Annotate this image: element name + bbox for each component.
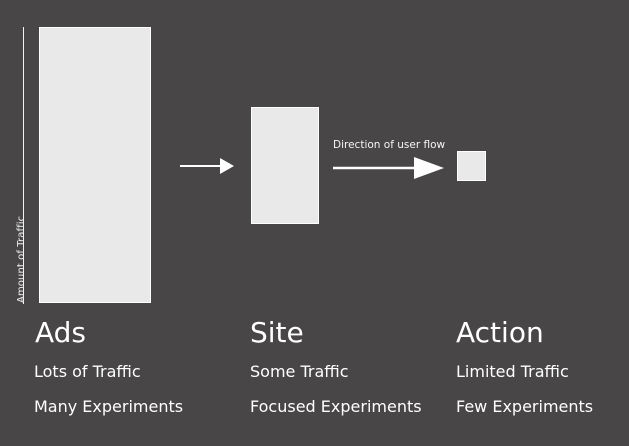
stage-experiments-site: Focused Experiments bbox=[250, 397, 422, 416]
stage-title-ads: Ads bbox=[35, 316, 87, 349]
stage-title-action: Action bbox=[456, 316, 544, 349]
stage-title-site: Site bbox=[250, 316, 304, 349]
stage-experiments-action: Few Experiments bbox=[456, 397, 594, 416]
traffic-axis-line bbox=[23, 27, 24, 304]
ads-traffic-block bbox=[39, 27, 151, 303]
stage-traffic-action: Limited Traffic bbox=[456, 362, 569, 381]
site-traffic-block bbox=[251, 107, 319, 224]
stage-traffic-ads: Lots of Traffic bbox=[34, 362, 141, 381]
action-traffic-block bbox=[457, 151, 486, 181]
flow-arrow-icon bbox=[333, 157, 444, 179]
right-arrow-icon bbox=[180, 158, 234, 174]
traffic-axis-label: Amount of Traffic bbox=[16, 215, 27, 303]
stage-traffic-site: Some Traffic bbox=[250, 362, 349, 381]
stage-experiments-ads: Many Experiments bbox=[34, 397, 184, 416]
flow-direction-label: Direction of user flow bbox=[333, 139, 446, 151]
